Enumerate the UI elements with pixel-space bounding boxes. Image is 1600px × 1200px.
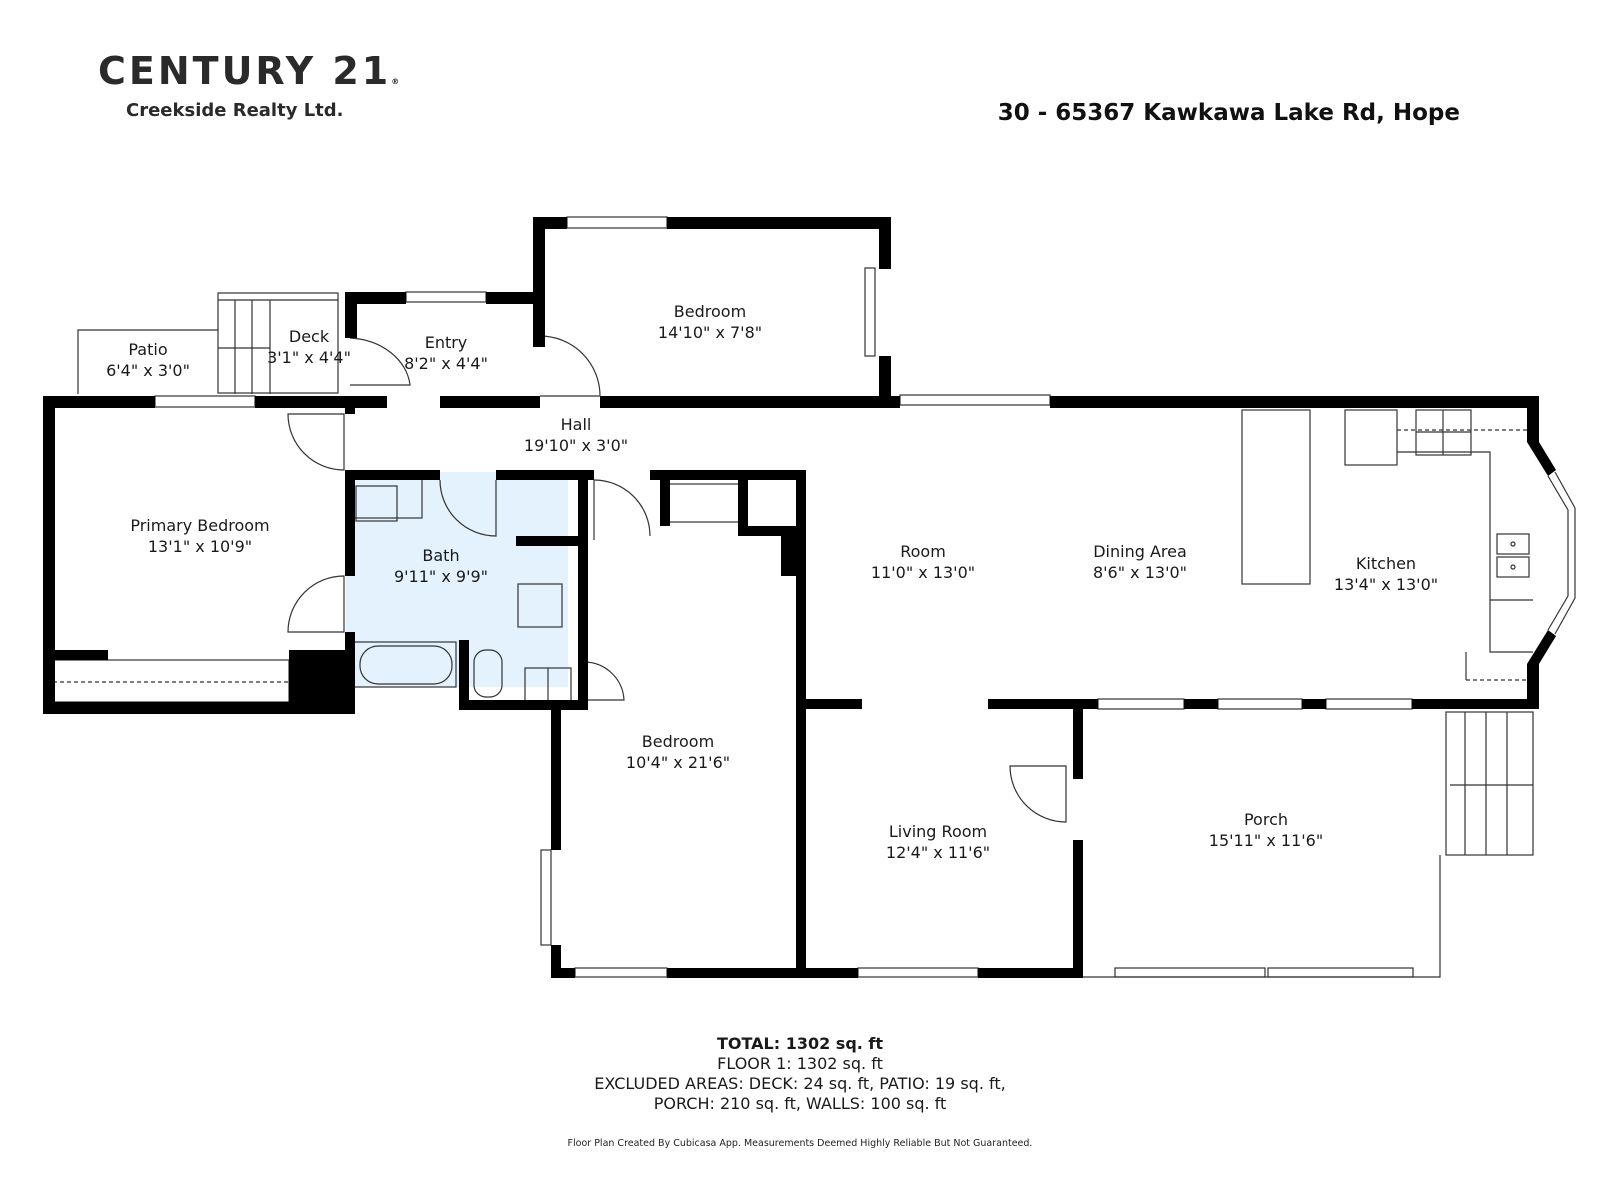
total-area: TOTAL: 1302 sq. ft <box>716 1034 884 1053</box>
area-summary: TOTAL: 1302 sq. ft FLOOR 1: 1302 sq. ft … <box>0 1034 1600 1114</box>
property-address: 30 - 65367 Kawkawa Lake Rd, Hope <box>997 100 1460 126</box>
brand-name: CENTURY 21® <box>98 49 400 93</box>
excluded-areas-line1: EXCLUDED AREAS: DECK: 24 sq. ft, PATIO: … <box>594 1074 1006 1093</box>
credit-disclaimer: Floor Plan Created By Cubicasa App. Meas… <box>567 1138 1033 1149</box>
brand-office: Creekside Realty Ltd. <box>126 100 344 121</box>
floor1-area: FLOOR 1: 1302 sq. ft <box>717 1054 883 1073</box>
excluded-areas-line2: PORCH: 210 sq. ft, WALLS: 100 sq. ft <box>653 1094 947 1113</box>
brand-logo: CENTURY 21® Creekside Realty Ltd. <box>98 52 399 121</box>
